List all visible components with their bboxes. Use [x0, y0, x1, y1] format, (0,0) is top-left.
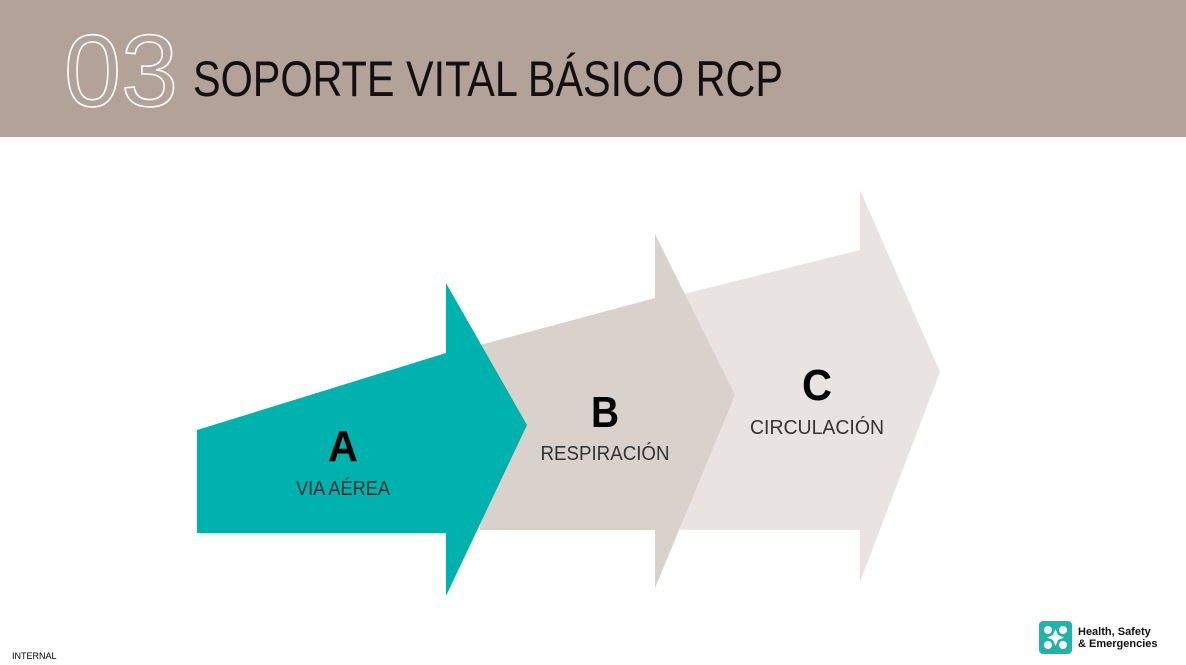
step-a-label: VIA AÉREA: [296, 477, 391, 500]
header-banner: [0, 0, 1186, 137]
section-number: 03: [64, 14, 178, 128]
page-title: SOPORTE VITAL BÁSICO RCP: [193, 51, 783, 107]
arrow-b: [480, 234, 735, 588]
arrow-c: [680, 190, 940, 582]
medical-cross-icon: [1039, 621, 1072, 654]
step-c-letter: C: [802, 361, 832, 410]
step-c-label: CIRCULACIÓN: [750, 416, 884, 439]
arrow-a: [197, 283, 527, 596]
logo-text: Health, Safety & Emergencies: [1078, 626, 1157, 650]
hse-logo: Health, Safety & Emergencies: [1039, 621, 1157, 654]
logo-line-1: Health, Safety: [1078, 625, 1151, 638]
step-a-letter: A: [328, 422, 358, 471]
step-b-label: RESPIRACIÓN: [541, 442, 670, 465]
step-b-letter: B: [591, 388, 619, 437]
logo-line-2: & Emergencies: [1078, 637, 1158, 650]
classification-label: INTERNAL: [12, 651, 57, 661]
